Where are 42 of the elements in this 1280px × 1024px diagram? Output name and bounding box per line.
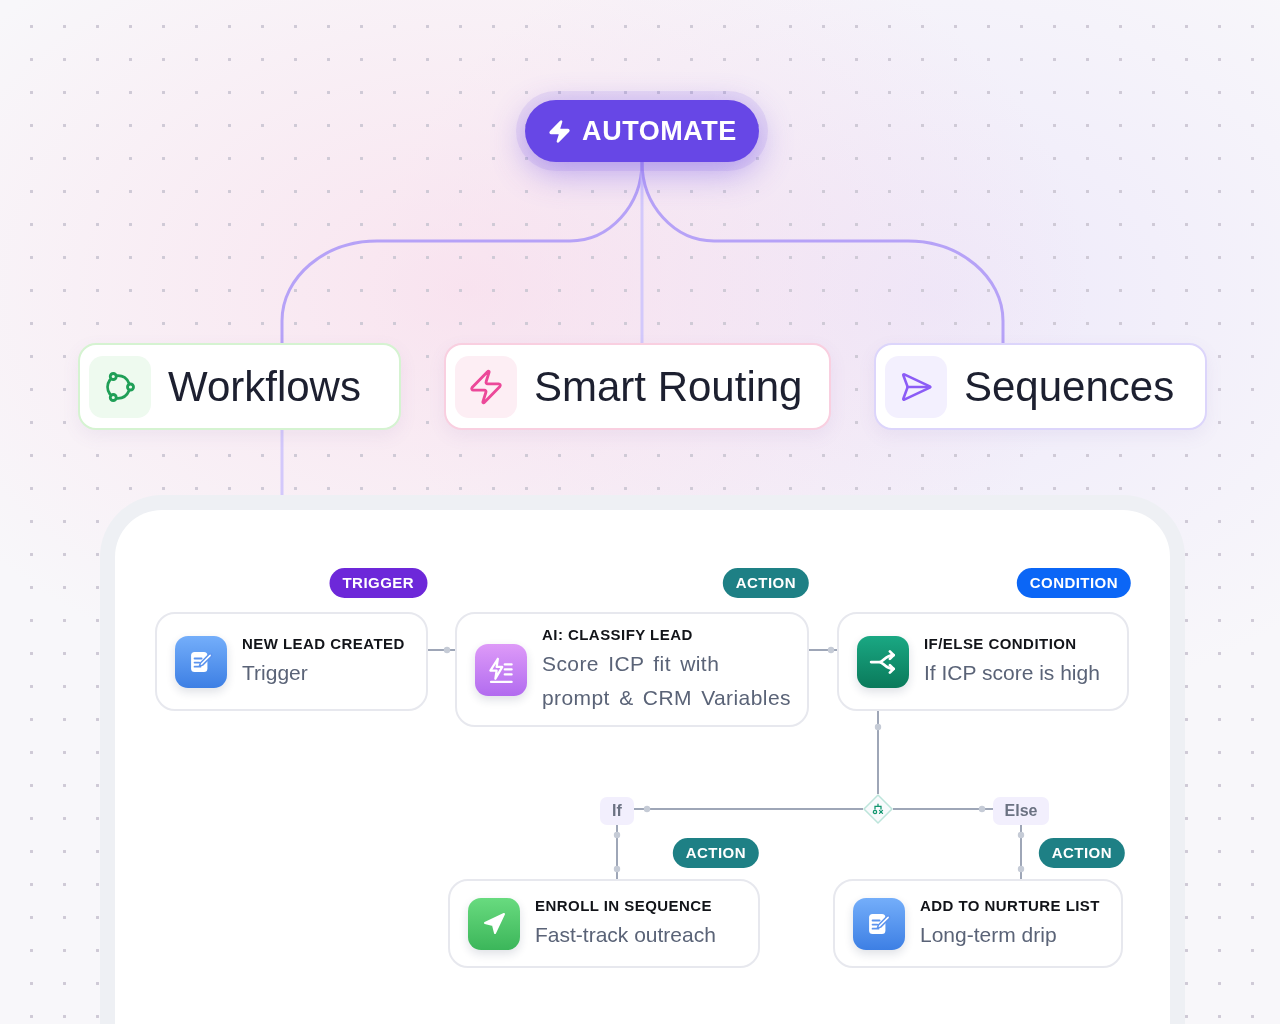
step-card xyxy=(833,879,1123,968)
feature-card xyxy=(78,343,401,430)
feature-card xyxy=(444,343,831,430)
step-description: If ICP score is high xyxy=(924,659,1100,686)
step-description: Fast-track outreach xyxy=(535,921,716,948)
step-type-tag: ACTION xyxy=(722,568,809,598)
step-card xyxy=(837,612,1129,711)
step-card xyxy=(155,612,428,711)
step-description: Score ICP fit with prompt & CRM Variables xyxy=(542,650,792,711)
feature-title: Sequences xyxy=(964,361,1175,412)
connector-line xyxy=(427,646,456,654)
step-title: ENROLL IN SEQUENCE xyxy=(535,895,713,916)
feature-title: Workflows xyxy=(168,361,361,412)
connector-line xyxy=(633,805,864,813)
step-type-tag: ACTION xyxy=(1038,838,1125,868)
connector-line xyxy=(280,161,644,343)
branch-tag: Else xyxy=(993,797,1049,825)
step-title: ADD TO NURTURE LIST xyxy=(920,895,1100,916)
step-type-tag: TRIGGER xyxy=(329,568,427,598)
feature-card xyxy=(874,343,1207,430)
connector-line xyxy=(892,805,994,813)
step-title: AI: CLASSIFY LEAD xyxy=(542,624,694,645)
feature-title: Smart Routing xyxy=(534,361,803,412)
connector-line xyxy=(1017,824,1025,880)
hub-label: AUTOMATE xyxy=(582,115,737,147)
hub-pill xyxy=(525,100,759,162)
step-card xyxy=(448,879,760,968)
connector-line xyxy=(640,161,1005,343)
step-title: IF/ELSE CONDITION xyxy=(924,633,1078,654)
connector-line xyxy=(808,646,838,654)
step-type-tag: CONDITION xyxy=(1016,568,1131,598)
step-card xyxy=(455,612,809,727)
step-description: Trigger xyxy=(242,659,309,686)
connector-line xyxy=(280,430,284,495)
step-description: Long-term drip xyxy=(920,921,1058,948)
step-type-tag: ACTION xyxy=(672,838,759,868)
connector-line xyxy=(613,824,621,880)
step-title: NEW LEAD CREATED xyxy=(242,633,405,654)
connector-line xyxy=(874,710,882,795)
branch-tag: If xyxy=(600,797,634,825)
decision-diamond xyxy=(863,794,893,824)
workflow-panel xyxy=(100,495,1185,1024)
